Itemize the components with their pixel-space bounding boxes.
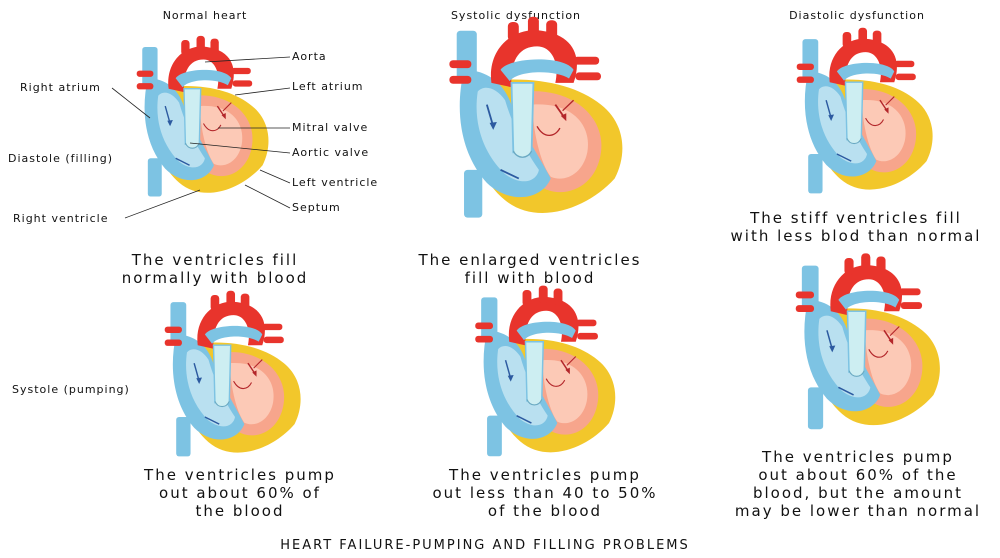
caption-line: out about 60% of the — [758, 466, 958, 484]
label-mitral-valve: Mitral valve — [292, 121, 369, 134]
caption-diastolic-fill: The stiff ventricles fill with less blod… — [706, 209, 1000, 245]
label-septum: Septum — [292, 201, 341, 214]
caption-line: out about 60% of — [159, 484, 321, 502]
caption-line: The ventricles pump — [144, 466, 336, 484]
caption-line: of the blood — [487, 502, 603, 520]
caption-systolic-pump: The ventricles pump out less than 40 to … — [395, 466, 695, 520]
label-right-ventricle: Right ventricle — [13, 212, 109, 225]
column-title-systolic: Systolic dysfunction — [450, 9, 582, 22]
caption-line: fill with blood — [464, 269, 596, 287]
caption-line: The enlarged ventricles — [418, 251, 642, 269]
label-left-ventricle: Left ventricle — [292, 176, 379, 189]
caption-normal-pump: The ventricles pump out about 60% of the… — [90, 466, 390, 520]
row-label-diastole: Diastole (filling) — [8, 152, 113, 165]
caption-line: out less than 40 to 50% — [432, 484, 658, 502]
label-right-atrium: Right atrium — [20, 81, 101, 94]
caption-line: blood, but the amount — [752, 484, 964, 502]
row-label-systole: Systole (pumping) — [12, 383, 130, 396]
caption-normal-fill: The ventricles fill normally with blood — [65, 251, 365, 287]
column-title-normal: Normal heart — [162, 9, 248, 22]
caption-line: the blood — [195, 502, 285, 520]
caption-line: The ventricles pump — [449, 466, 641, 484]
caption-line: The ventricles pump — [762, 448, 954, 466]
label-aortic-valve: Aortic valve — [292, 146, 370, 159]
caption-line: The ventricles fill — [131, 251, 299, 269]
label-aorta: Aorta — [292, 50, 327, 63]
label-left-atrium: Left atrium — [292, 80, 364, 93]
caption-systolic-fill: The enlarged ventricles fill with blood — [380, 251, 680, 287]
caption-line: The stiff ventricles fill — [750, 209, 962, 227]
caption-line: normally with blood — [121, 269, 309, 287]
caption-line: with less blod than normal — [730, 227, 982, 245]
caption-line: may be lower than normal — [734, 502, 982, 520]
column-title-diastolic: Diastolic dysfunction — [789, 9, 925, 22]
footer-title: HEART FAILURE-PUMPING AND FILLING PROBLE… — [280, 538, 690, 553]
caption-diastolic-pump: The ventricles pump out about 60% of the… — [708, 448, 1000, 520]
